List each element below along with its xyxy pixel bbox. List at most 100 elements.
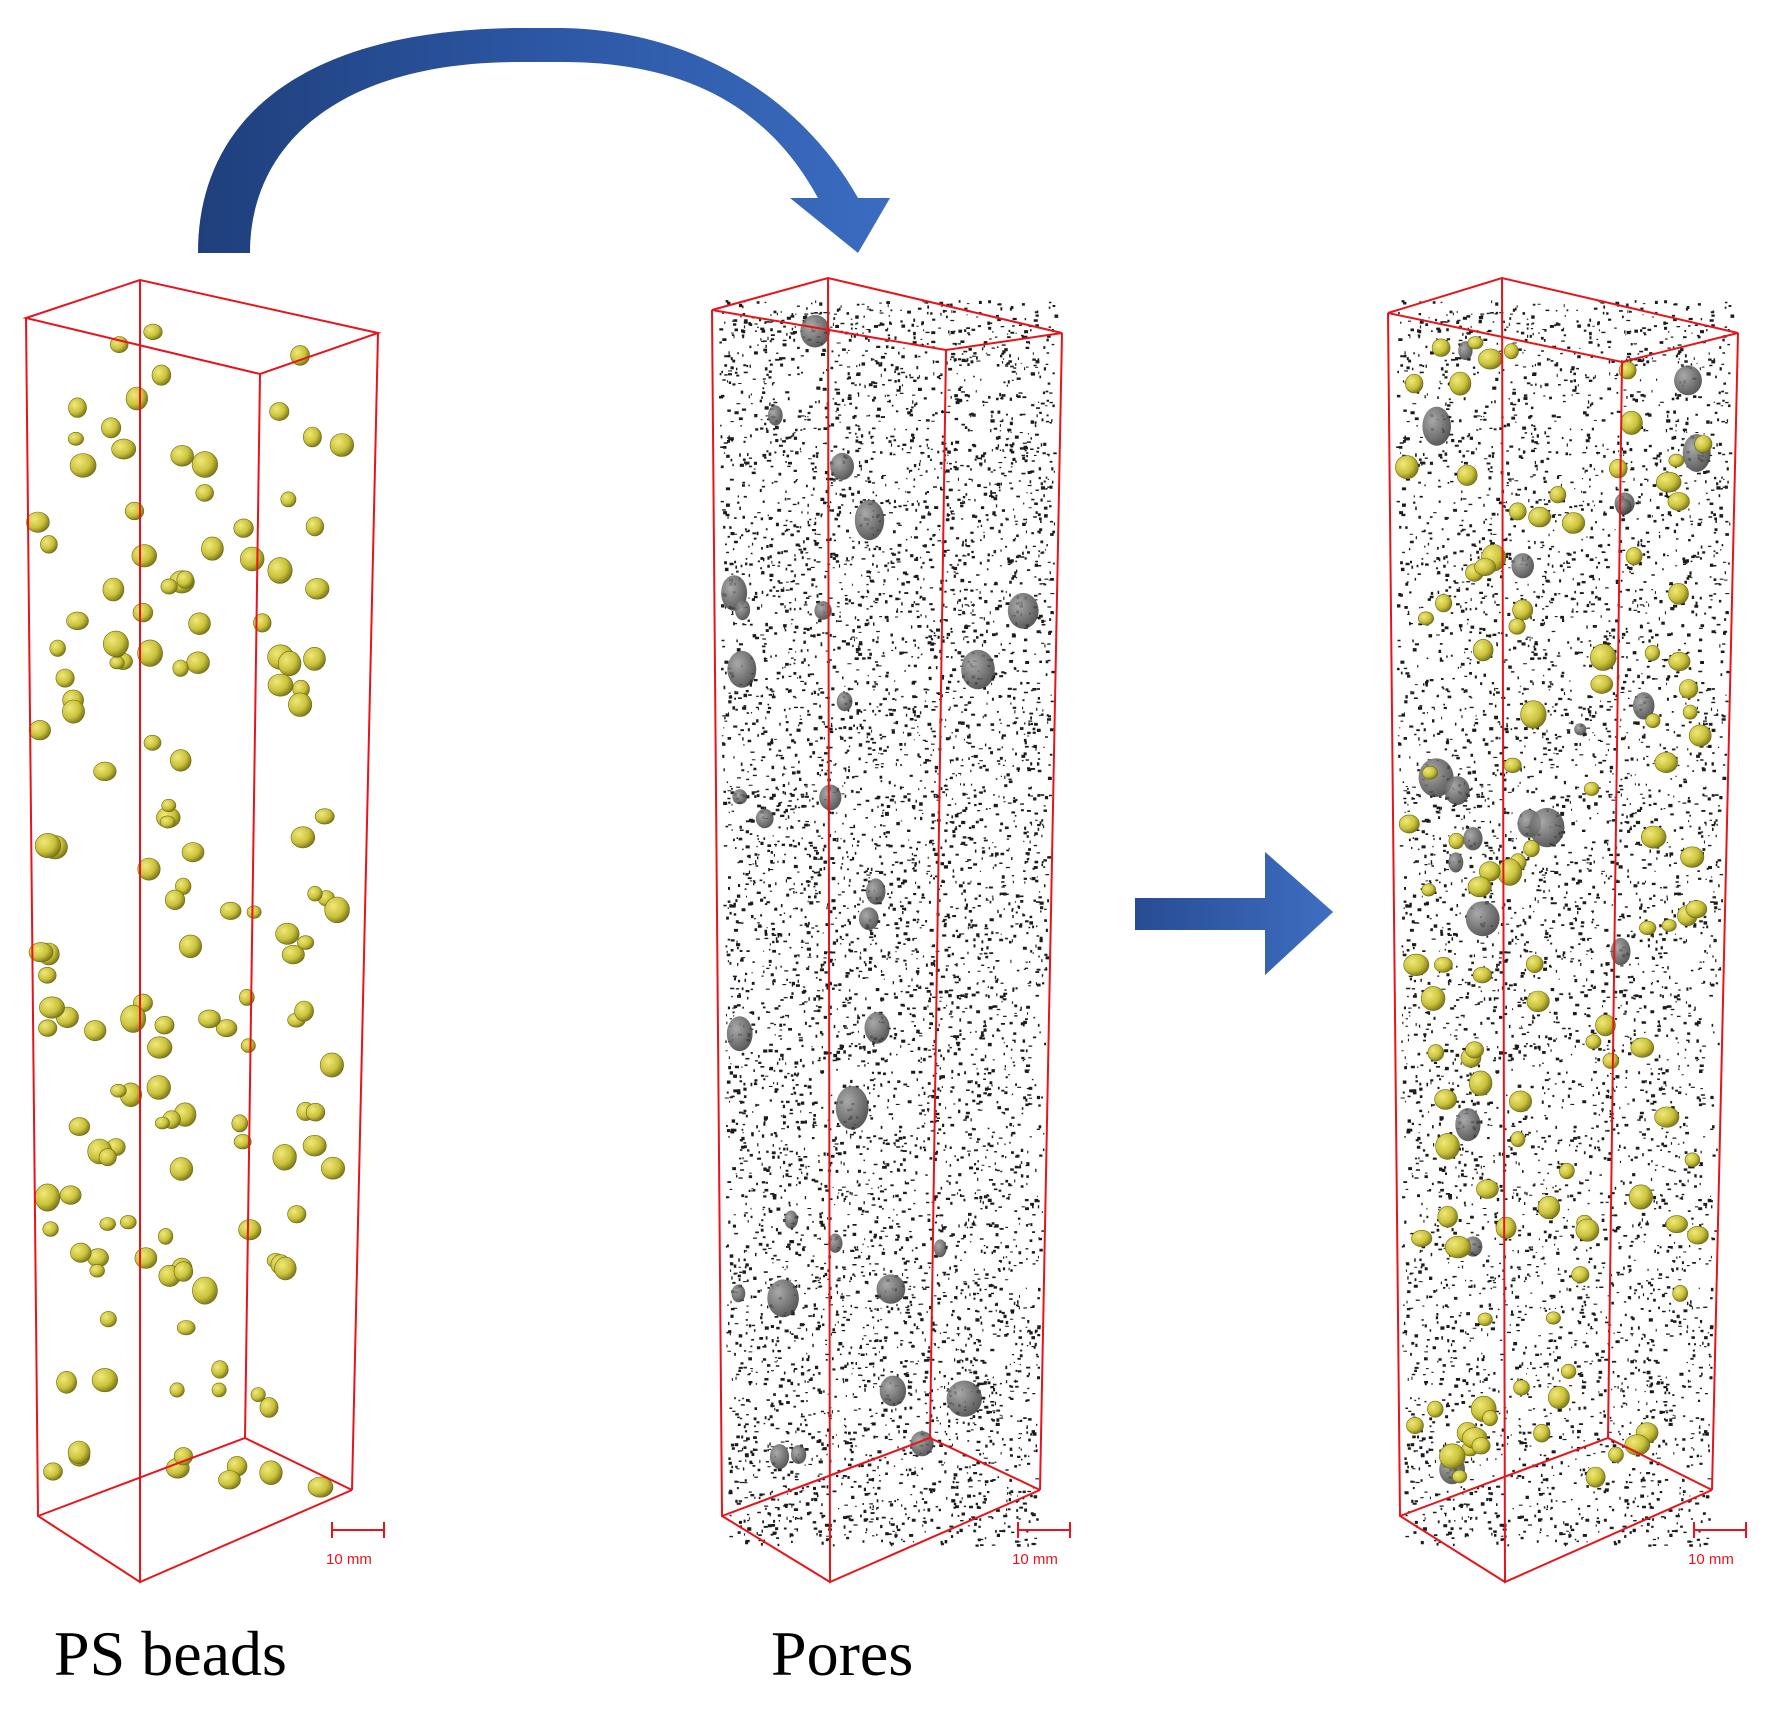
bead <box>170 749 192 772</box>
large-pore <box>726 1016 753 1052</box>
bead <box>1508 618 1526 635</box>
bead <box>1467 876 1492 898</box>
bead <box>1654 1106 1680 1128</box>
large-pore <box>769 1444 790 1470</box>
panel-combined: 10 mm <box>1387 276 1747 1584</box>
bead <box>1503 757 1522 774</box>
bead <box>1583 781 1600 796</box>
bead <box>1549 486 1567 504</box>
panel-pores: 10 mm <box>711 276 1071 1584</box>
bead <box>176 1320 196 1336</box>
bead <box>250 1387 266 1402</box>
large-pore <box>734 599 751 621</box>
scale-bar-label: 10 mm <box>1688 1551 1734 1568</box>
bead <box>161 798 177 813</box>
bead <box>1548 1386 1570 1410</box>
bead <box>109 656 125 670</box>
bead <box>195 484 214 502</box>
bead <box>1476 1179 1499 1199</box>
bead <box>42 1221 59 1237</box>
bead <box>55 668 75 688</box>
bead <box>1654 751 1678 773</box>
bead <box>1434 1089 1457 1110</box>
bead <box>269 402 290 421</box>
bead <box>1405 373 1424 394</box>
bead <box>1421 883 1436 897</box>
bead <box>1639 920 1657 936</box>
bead <box>99 1217 116 1231</box>
bead <box>68 1117 91 1136</box>
bead <box>70 1242 92 1263</box>
bead <box>1620 410 1643 435</box>
bead <box>253 613 272 633</box>
bead <box>1668 453 1685 468</box>
bead <box>1495 1216 1517 1239</box>
large-pore <box>767 1279 799 1318</box>
bead <box>1472 966 1493 984</box>
bead <box>1560 1363 1577 1379</box>
pores-cloud <box>719 300 1059 1547</box>
bead <box>1437 1206 1458 1228</box>
bead <box>218 1470 241 1490</box>
bead <box>100 1311 117 1328</box>
bead <box>66 611 89 631</box>
large-pore <box>1007 592 1039 629</box>
bead <box>1625 547 1643 566</box>
bead <box>198 1009 221 1029</box>
bead <box>1477 1312 1493 1327</box>
bead <box>34 1183 61 1212</box>
bead <box>93 761 117 782</box>
bead <box>1439 1443 1466 1469</box>
bead <box>1537 1195 1561 1220</box>
bead <box>324 896 350 924</box>
bead <box>1513 1379 1530 1396</box>
scale-bar-label: 10 mm <box>326 1551 372 1568</box>
bead <box>102 577 125 602</box>
bead <box>1628 1184 1653 1210</box>
bead <box>158 1228 174 1245</box>
bead <box>259 1397 279 1418</box>
bead <box>186 651 210 674</box>
bead <box>1682 704 1698 720</box>
bead <box>1687 1225 1709 1245</box>
bead <box>1559 1162 1575 1180</box>
large-pore <box>858 907 879 931</box>
large-pore <box>819 784 842 811</box>
bead <box>69 453 97 478</box>
curved-arrow <box>198 28 890 253</box>
bead <box>68 397 87 418</box>
bead <box>302 1134 327 1157</box>
bead <box>1444 1235 1472 1259</box>
scale-bar: 10 mm <box>326 1522 385 1568</box>
bead <box>1449 371 1472 396</box>
bead <box>124 501 145 521</box>
bead <box>211 1382 227 1398</box>
bead <box>1678 679 1699 699</box>
large-pore <box>1444 776 1470 805</box>
large-pore <box>814 601 832 620</box>
bead <box>307 885 323 902</box>
bead <box>39 996 65 1019</box>
bead <box>1528 506 1552 528</box>
bead <box>307 1476 334 1498</box>
bead <box>1684 1152 1701 1168</box>
bead <box>49 639 66 657</box>
bead <box>329 433 355 457</box>
bead <box>1467 336 1484 350</box>
bead <box>103 630 129 658</box>
bead <box>137 639 163 667</box>
bead <box>1585 1034 1602 1050</box>
large-pore <box>854 499 885 541</box>
bead <box>1510 1131 1526 1148</box>
bead <box>1465 1041 1485 1059</box>
bead <box>233 1134 252 1150</box>
bounding-box <box>22 278 382 1584</box>
bead <box>67 1440 91 1465</box>
large-pore <box>732 789 748 805</box>
bead <box>147 1036 173 1059</box>
bead <box>1512 599 1534 621</box>
scale-bar: 10 mm <box>1688 1522 1747 1568</box>
bead <box>280 491 297 508</box>
bead <box>1688 724 1712 747</box>
